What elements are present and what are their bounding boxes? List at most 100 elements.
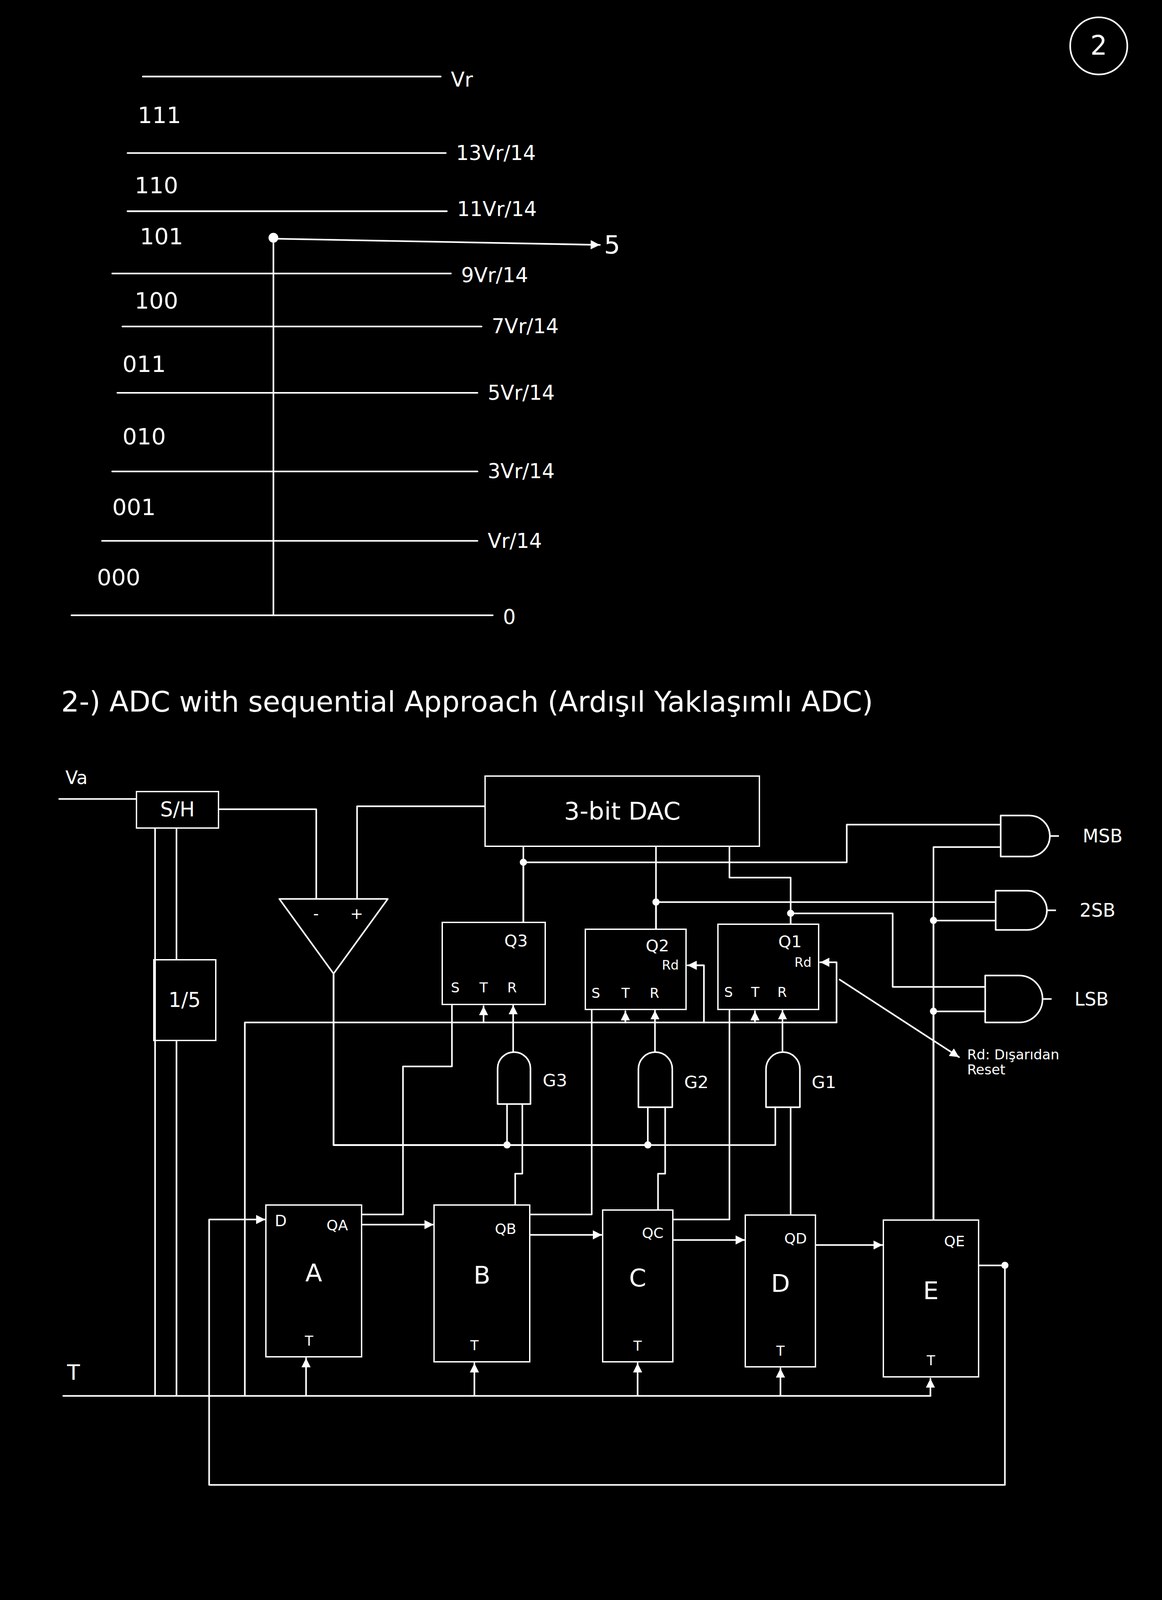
wire [790, 913, 985, 987]
wire [175, 828, 178, 960]
and-gate-body [985, 975, 1043, 1023]
node-label: T [470, 1338, 479, 1353]
result-value: 5 [603, 231, 621, 260]
node-label: QA [326, 1217, 349, 1233]
node-label: S [451, 980, 460, 995]
wire [781, 1009, 784, 1051]
wire [333, 974, 648, 1145]
clock-wire [154, 828, 157, 1396]
input-wire [59, 797, 136, 800]
wire [209, 1218, 1005, 1485]
wire [515, 1103, 523, 1204]
flip-flop: Q1RdSTR [717, 923, 820, 1010]
clock-tap [636, 1362, 639, 1396]
node-label: Q2 [645, 937, 669, 954]
node-label: MSB [1082, 826, 1123, 845]
node-label: Q1 [778, 933, 802, 950]
and-gate: G1 [765, 1050, 847, 1107]
node-label: T [776, 1343, 785, 1358]
wire [673, 1238, 746, 1241]
page-number: 2 [1090, 31, 1108, 61]
wire-group [59, 17, 1128, 1396]
node-label: S/H [160, 799, 196, 820]
output-code: 110 [134, 173, 179, 199]
shape-group [985, 975, 1052, 1023]
and-gate-body [766, 1051, 800, 1107]
flip-flop: Q2RdS T R [584, 928, 687, 1010]
clock-tap [482, 1005, 485, 1023]
node-label: QB [494, 1221, 517, 1236]
and-gate-body [1000, 815, 1050, 857]
connector-group [176, 806, 1005, 1485]
wire [333, 974, 508, 1145]
node-label: Rd [794, 956, 812, 969]
node-label: D [771, 1270, 791, 1296]
sample-hold-box: S/H [135, 790, 220, 829]
shift-register-stage: DQAAT [265, 1203, 363, 1358]
reset-wire [687, 965, 705, 1023]
wire [816, 1244, 883, 1246]
level-line [71, 614, 494, 617]
clock-tap [754, 1010, 756, 1023]
level-value: 9Vr/14 [461, 264, 529, 287]
output-code: 100 [134, 288, 179, 314]
level-line [102, 539, 478, 542]
clock-tap [473, 1362, 476, 1396]
reset-wire [820, 961, 837, 1023]
output-code: 001 [112, 494, 156, 520]
and-gate-body [638, 1051, 673, 1107]
wire [789, 1106, 792, 1214]
clock-tap [624, 1010, 627, 1023]
wire [530, 1233, 602, 1236]
level-line [117, 391, 478, 394]
node-label: G3 [542, 1071, 568, 1089]
level-line [127, 210, 448, 213]
result-arrow [277, 238, 600, 245]
node-label: 1/5 [168, 989, 201, 1010]
level-line [112, 272, 451, 275]
shape-group [766, 1051, 800, 1107]
node-label: D [274, 1212, 287, 1229]
wire [530, 1009, 592, 1214]
shift-register-stage: QEET [882, 1218, 980, 1378]
wire [512, 1004, 515, 1051]
node-label: 2SB [1079, 900, 1116, 920]
clock-tap [305, 1357, 308, 1396]
shift-register-stage: QBBT [433, 1203, 531, 1363]
node-label: 3-bit DAC [564, 798, 681, 824]
signal-name: T [66, 1360, 80, 1384]
wire [357, 806, 485, 898]
and-gate-body [497, 1051, 531, 1104]
clock-wire [175, 1040, 178, 1396]
shape-group [497, 1051, 531, 1104]
gate-outline [994, 889, 1138, 931]
divider-box: 1/5 [153, 958, 217, 1041]
flip-flop: Q3STR [441, 921, 546, 1006]
page-number-ring [1070, 17, 1128, 75]
signal-name: Va [65, 767, 88, 788]
wire [673, 1009, 730, 1219]
and-gate: MSB [999, 814, 1143, 858]
node-label: Q3 [504, 932, 528, 949]
node-label: + [350, 905, 364, 921]
level-line [112, 470, 478, 473]
output-code: 101 [139, 224, 184, 250]
node-label: T [304, 1333, 314, 1348]
wire [729, 846, 791, 924]
and-gate: LSB [984, 974, 1138, 1024]
wire [523, 824, 1000, 922]
heading: 2-) ADC with sequential Approach (Ardışı… [61, 686, 874, 718]
node-label: R [649, 986, 660, 1000]
node-label: T [621, 986, 630, 1000]
shape-group [279, 898, 388, 974]
node-label: S [591, 986, 601, 1000]
clock-tap [779, 1367, 782, 1396]
node-label: G1 [811, 1073, 837, 1091]
wire [219, 808, 317, 898]
node-label: G2 [683, 1073, 709, 1091]
node-label: Rd [661, 958, 679, 972]
node-label: R [777, 985, 787, 999]
node-label: T [926, 1353, 936, 1368]
gate-output-wire [1049, 834, 1060, 837]
and-gate: G3 [496, 1050, 577, 1104]
